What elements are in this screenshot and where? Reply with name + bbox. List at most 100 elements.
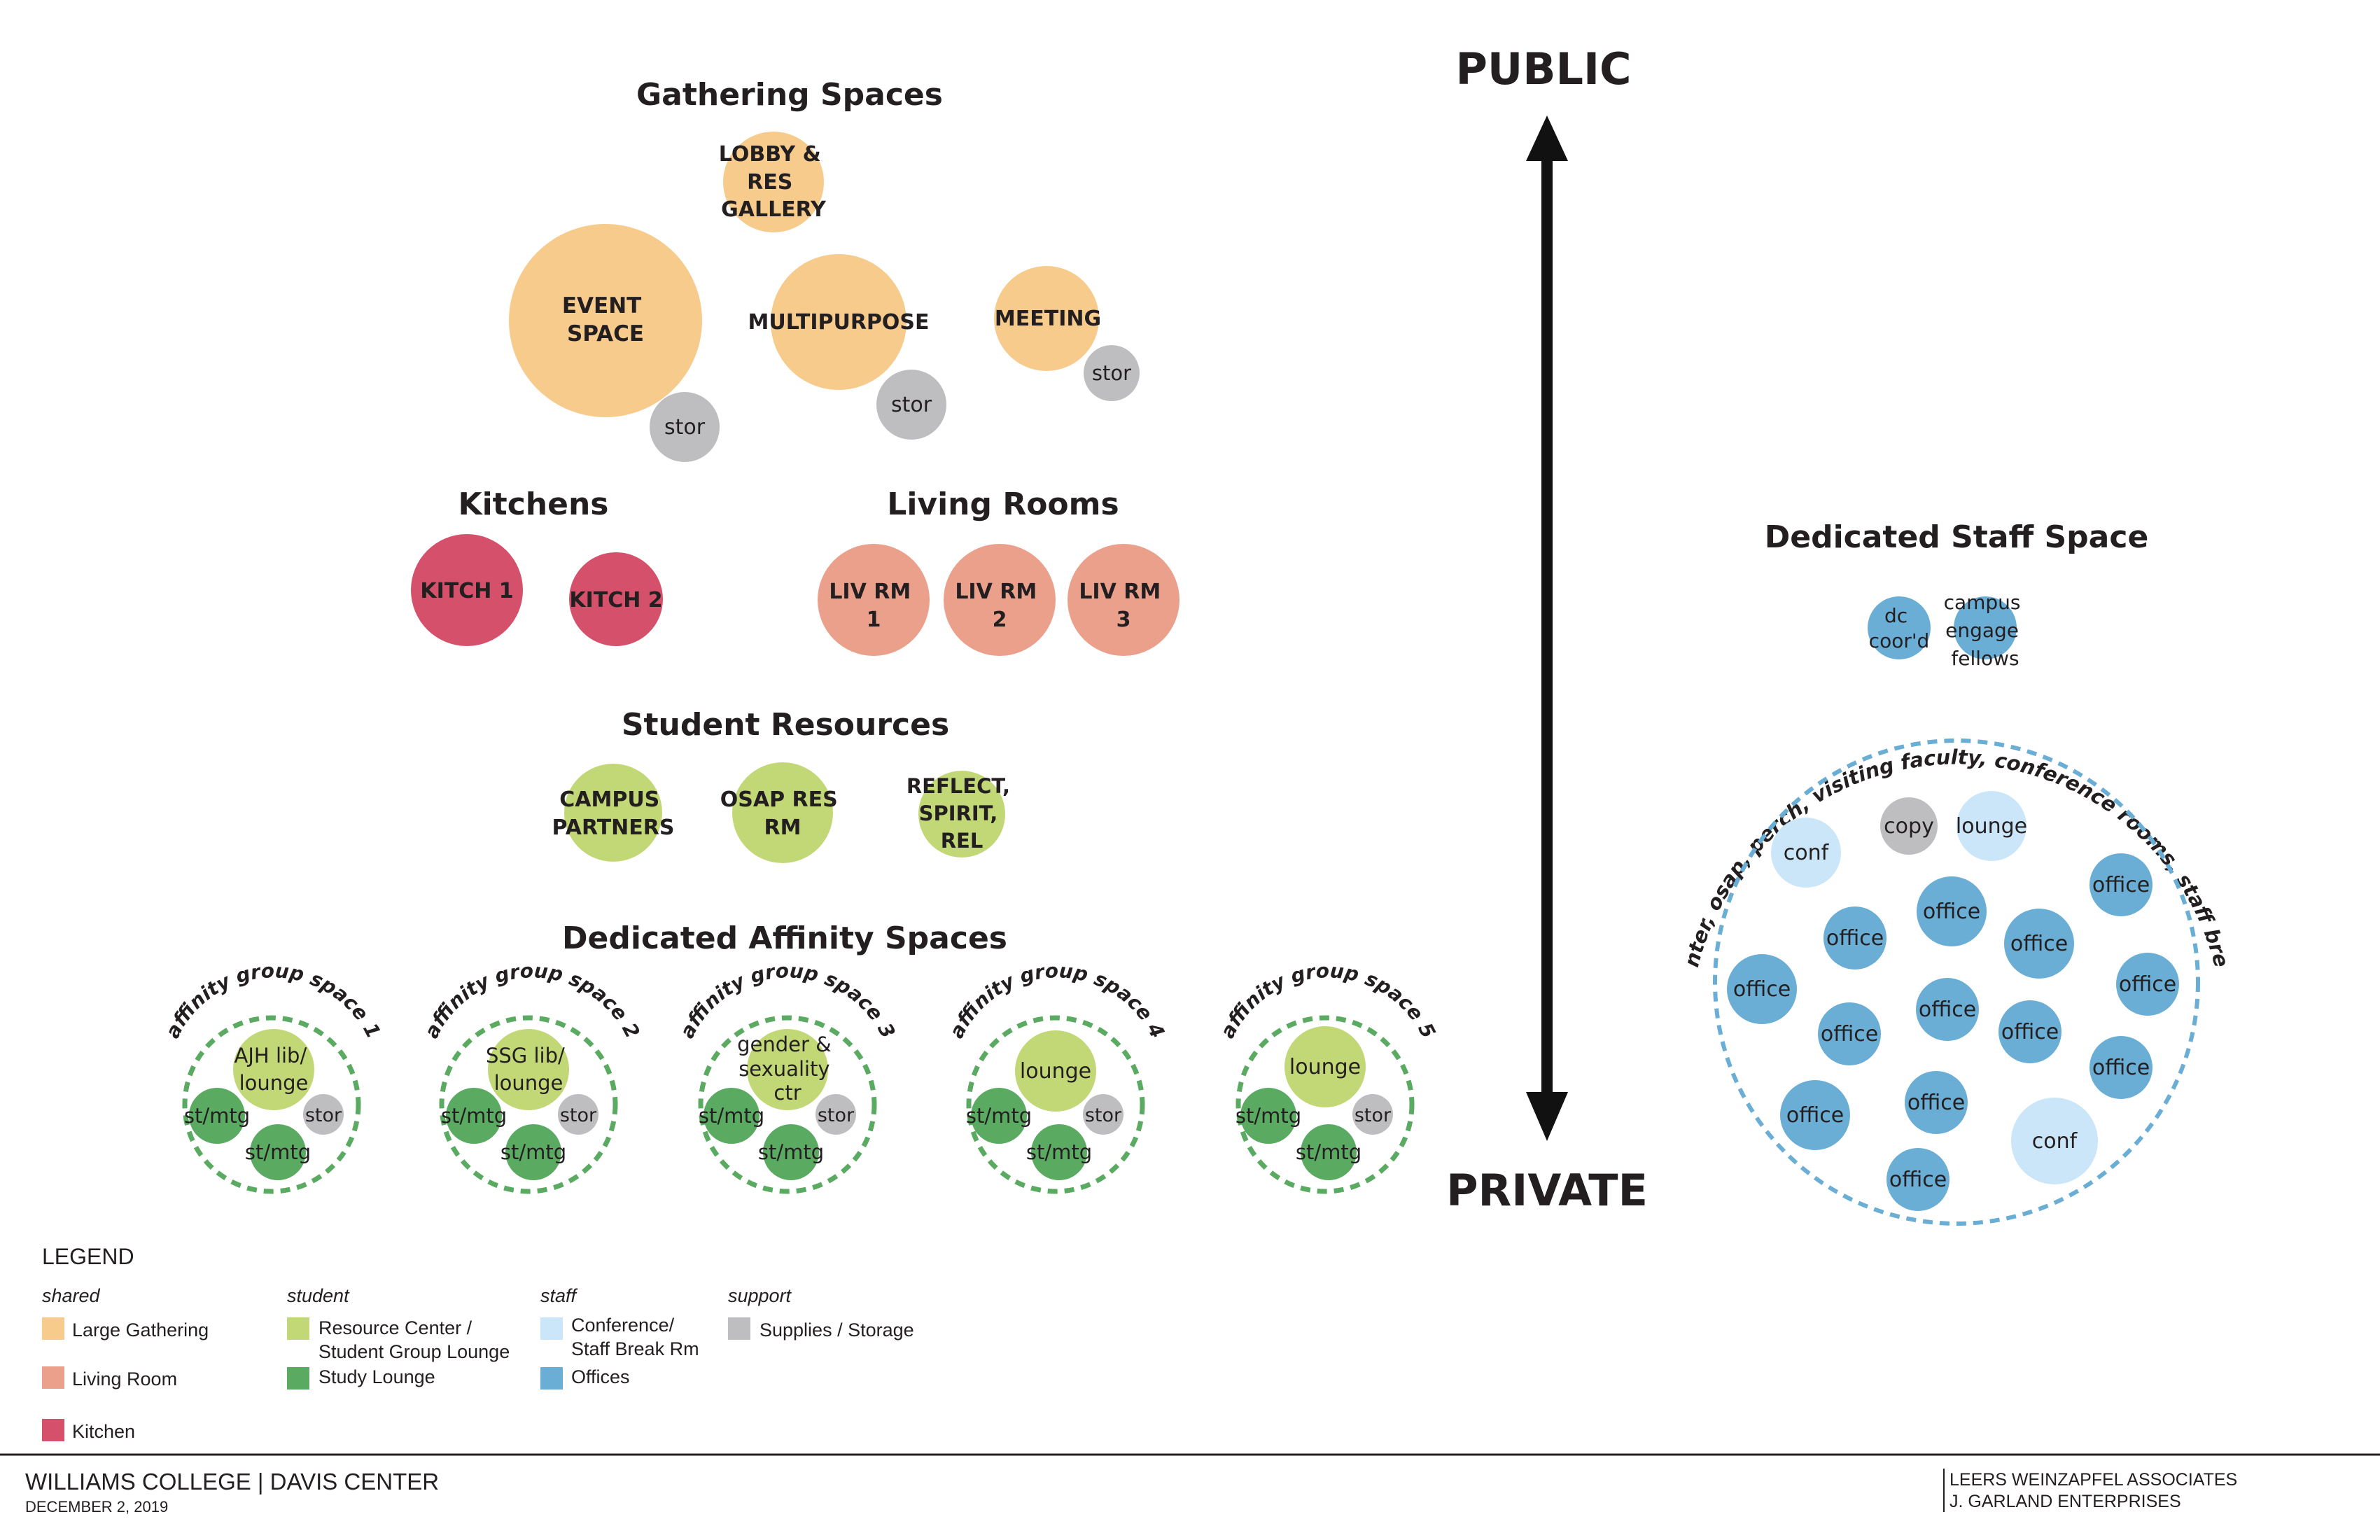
event-storage-circle: stor [650, 392, 720, 462]
conf-room-1: conf [1771, 818, 1841, 888]
affinity-spaces-title: Dedicated Affinity Spaces [562, 920, 1007, 956]
dc-coord-circle: dc coor'd [1868, 596, 1931, 659]
svg-text:campus engage fell: campus engage fellows [1944, 591, 2027, 670]
staff-lounge: lounge [1956, 791, 2027, 861]
svg-text:EVENT SPACE: EVENT SPACE [562, 293, 649, 346]
living-room-2-circle: LIV RM 2 [944, 544, 1056, 656]
svg-text:office: office [1889, 1168, 1947, 1192]
svg-text:st/mtg: st/mtg [1026, 1140, 1092, 1164]
office-10: office [2090, 1036, 2152, 1099]
legend-living-room: Living Room [72, 1368, 177, 1390]
osap-res-rm-circle: OSAP RES RM [720, 762, 845, 863]
affinity-group-space-1: affinity group space 1 AJH lib/ lounge s… [161, 959, 385, 1194]
office-4: office [2004, 909, 2074, 979]
office-1: office [2090, 853, 2152, 916]
svg-text:stor: stor [560, 1105, 597, 1126]
svg-text:LOBBY & RES GALLER: LOBBY & RES GALLERY [719, 142, 828, 222]
svg-text:stor: stor [1085, 1105, 1122, 1126]
affinity-group-space-5: affinity group space 5 lounge st/mtg st/… [1216, 959, 1440, 1194]
svg-text:stor: stor [818, 1105, 855, 1126]
svg-text:AJH lib/ lounge: AJH lib/ lounge [234, 1044, 314, 1095]
svg-text:office: office [1733, 977, 1791, 1002]
affinity-group-space-4: affinity group space 4 lounge st/mtg st/… [945, 959, 1170, 1194]
legend-cat-student: student [287, 1285, 350, 1306]
svg-text:conf: conf [1784, 841, 1830, 865]
svg-text:stor: stor [664, 415, 706, 440]
office-6: office [2116, 953, 2179, 1016]
footer-title: WILLIAMS COLLEGE | DAVIS CENTER [25, 1469, 439, 1494]
svg-text:st/mtg: st/mtg [184, 1104, 250, 1128]
kitchen-1-circle: KITCH 1 [411, 534, 523, 646]
lobby-res-gallery-circle: LOBBY & RES GALLERY [719, 132, 828, 232]
svg-text:stor: stor [1092, 361, 1131, 385]
kitchens-title: Kitchens [458, 486, 609, 522]
legend-conference: Conference/ Staff Break Rm [571, 1315, 699, 1359]
legend-title: LEGEND [42, 1244, 134, 1269]
svg-text:REFLECT, SPIRIT, R: REFLECT, SPIRIT, REL [906, 774, 1017, 853]
svg-text:office: office [1786, 1103, 1844, 1128]
legend-resource-center: Resource Center / Student Group Lounge [318, 1317, 510, 1362]
svg-text:lounge: lounge [1020, 1059, 1091, 1084]
svg-text:st/mtg: st/mtg [699, 1104, 764, 1128]
legend-swatch-study-lounge [287, 1367, 309, 1390]
svg-text:lounge: lounge [1289, 1055, 1361, 1079]
svg-text:office: office [2010, 932, 2068, 956]
svg-text:copy: copy [1884, 814, 1934, 839]
svg-text:st/mtg: st/mtg [441, 1104, 507, 1128]
svg-text:SSG lib/ lounge: SSG lib/ lounge [486, 1044, 571, 1095]
legend-cat-support: support [728, 1285, 792, 1306]
arrow-up-head [1526, 115, 1568, 161]
svg-text:office: office [1907, 1091, 1965, 1115]
legend-study-lounge: Study Lounge [318, 1366, 435, 1387]
meeting-storage-circle: stor [1084, 345, 1140, 401]
living-room-1-circle: LIV RM 1 [818, 544, 930, 656]
footer-date: DECEMBER 2, 2019 [25, 1498, 168, 1516]
living-room-3-circle: LIV RM 3 [1068, 544, 1180, 656]
student-resources-title: Student Resources [622, 707, 949, 743]
office-2: office [1917, 876, 1987, 946]
svg-text:KITCH 1: KITCH 1 [420, 579, 513, 603]
office-8: office [1818, 1002, 1881, 1065]
office-7: office [1916, 978, 1979, 1041]
meeting-circle: MEETING [994, 266, 1101, 371]
legend-swatch-storage [728, 1317, 750, 1340]
legend-swatch-conference [540, 1317, 563, 1340]
reflect-spirit-rel-circle: REFLECT, SPIRIT, REL [906, 771, 1017, 858]
svg-text:office: office [1919, 997, 1976, 1022]
legend-storage: Supplies / Storage [760, 1320, 914, 1340]
svg-text:LIV RM 1: LIV RM 1 [829, 580, 918, 632]
legend-swatch-offices [540, 1367, 563, 1390]
svg-text:affinity group space 4: affinity group space 4 [945, 959, 1170, 1042]
gathering-spaces-title: Gathering Spaces [636, 77, 943, 113]
svg-text:LIV RM 2: LIV RM 2 [955, 580, 1044, 632]
office-12: office [1905, 1071, 1968, 1134]
svg-text:CAMPUS PARTNERS: CAMPUS PARTNERS [552, 788, 675, 840]
svg-text:MULTIPURPOSE: MULTIPURPOSE [748, 310, 929, 335]
svg-text:conf: conf [2032, 1129, 2078, 1154]
office-9: office [1998, 1000, 2062, 1063]
copy-room: copy [1880, 797, 1938, 855]
arrow-down-head [1526, 1092, 1568, 1141]
multipurpose-circle: MULTIPURPOSE [748, 254, 930, 390]
legend-swatch-kitchen [42, 1419, 64, 1441]
svg-text:office: office [2001, 1020, 2059, 1044]
legend-cat-staff: staff [540, 1285, 578, 1306]
public-label: PUBLIC [1455, 43, 1631, 94]
legend-kitchen: Kitchen [72, 1421, 135, 1442]
svg-text:stor: stor [891, 393, 932, 417]
affinity-group-space-3: affinity group space 3 gender & sexualit… [676, 959, 899, 1194]
event-space-circle: EVENT SPACE [509, 224, 702, 417]
conf-room-2: conf [2011, 1098, 2098, 1184]
svg-text:MEETING: MEETING [995, 307, 1101, 331]
office-13: office [1886, 1148, 1949, 1211]
legend-swatch-resource-center [287, 1317, 309, 1340]
footer-firm-2: J. GARLAND ENTERPRISES [1949, 1492, 2181, 1511]
svg-text:OSAP RES RM: OSAP RES RM [720, 788, 845, 840]
living-rooms-title: Living Rooms [887, 486, 1119, 522]
svg-text:stor: stor [305, 1105, 342, 1126]
svg-text:dc coor'd: dc coor'd [1869, 604, 1930, 652]
legend: LEGEND shared student staff support Larg… [42, 1244, 914, 1442]
svg-text:office: office [1826, 926, 1884, 951]
svg-text:lounge: lounge [1956, 814, 2027, 839]
